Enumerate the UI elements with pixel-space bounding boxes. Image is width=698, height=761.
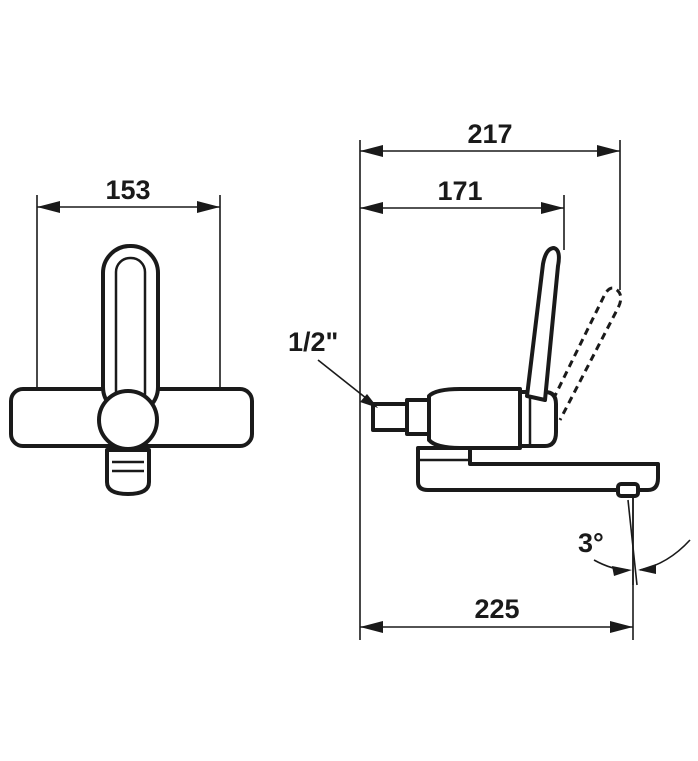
lever-alt-position [546,286,623,421]
arrow-225-left [360,621,383,633]
front-lever-outer [101,244,160,416]
dim-label-171: 171 [437,176,482,206]
side-lever [525,246,561,402]
side-connector-nut [405,398,431,436]
front-body-circle [97,389,159,451]
dim-label-connection: 1/2" [288,327,338,357]
angle-line-tilted [627,499,638,586]
dim-label-217: 217 [467,119,512,149]
side-aerator [616,482,640,498]
front-view: 153 [9,175,254,496]
dim-label-153: 153 [105,175,150,205]
arrow-angle-right [638,564,656,574]
side-body [427,387,522,450]
side-view: 217 171 225 1/2" [288,119,691,640]
arrow-171-left [360,202,383,214]
arrow-217-left [360,145,383,157]
arrow-225-right [610,621,633,633]
arrow-171-right [541,202,564,214]
angle-arc-right [639,539,691,571]
side-connector-pipe [371,402,409,432]
side-spout [416,446,660,492]
arrow-leader-1-2 [360,394,378,408]
arrow-217-right [597,145,620,157]
dim-label-225: 225 [474,594,519,624]
arrow-153-right [197,201,220,213]
arrow-angle-left [612,566,632,576]
arrow-153-left [37,201,60,213]
dim-label-angle: 3° [578,528,604,558]
